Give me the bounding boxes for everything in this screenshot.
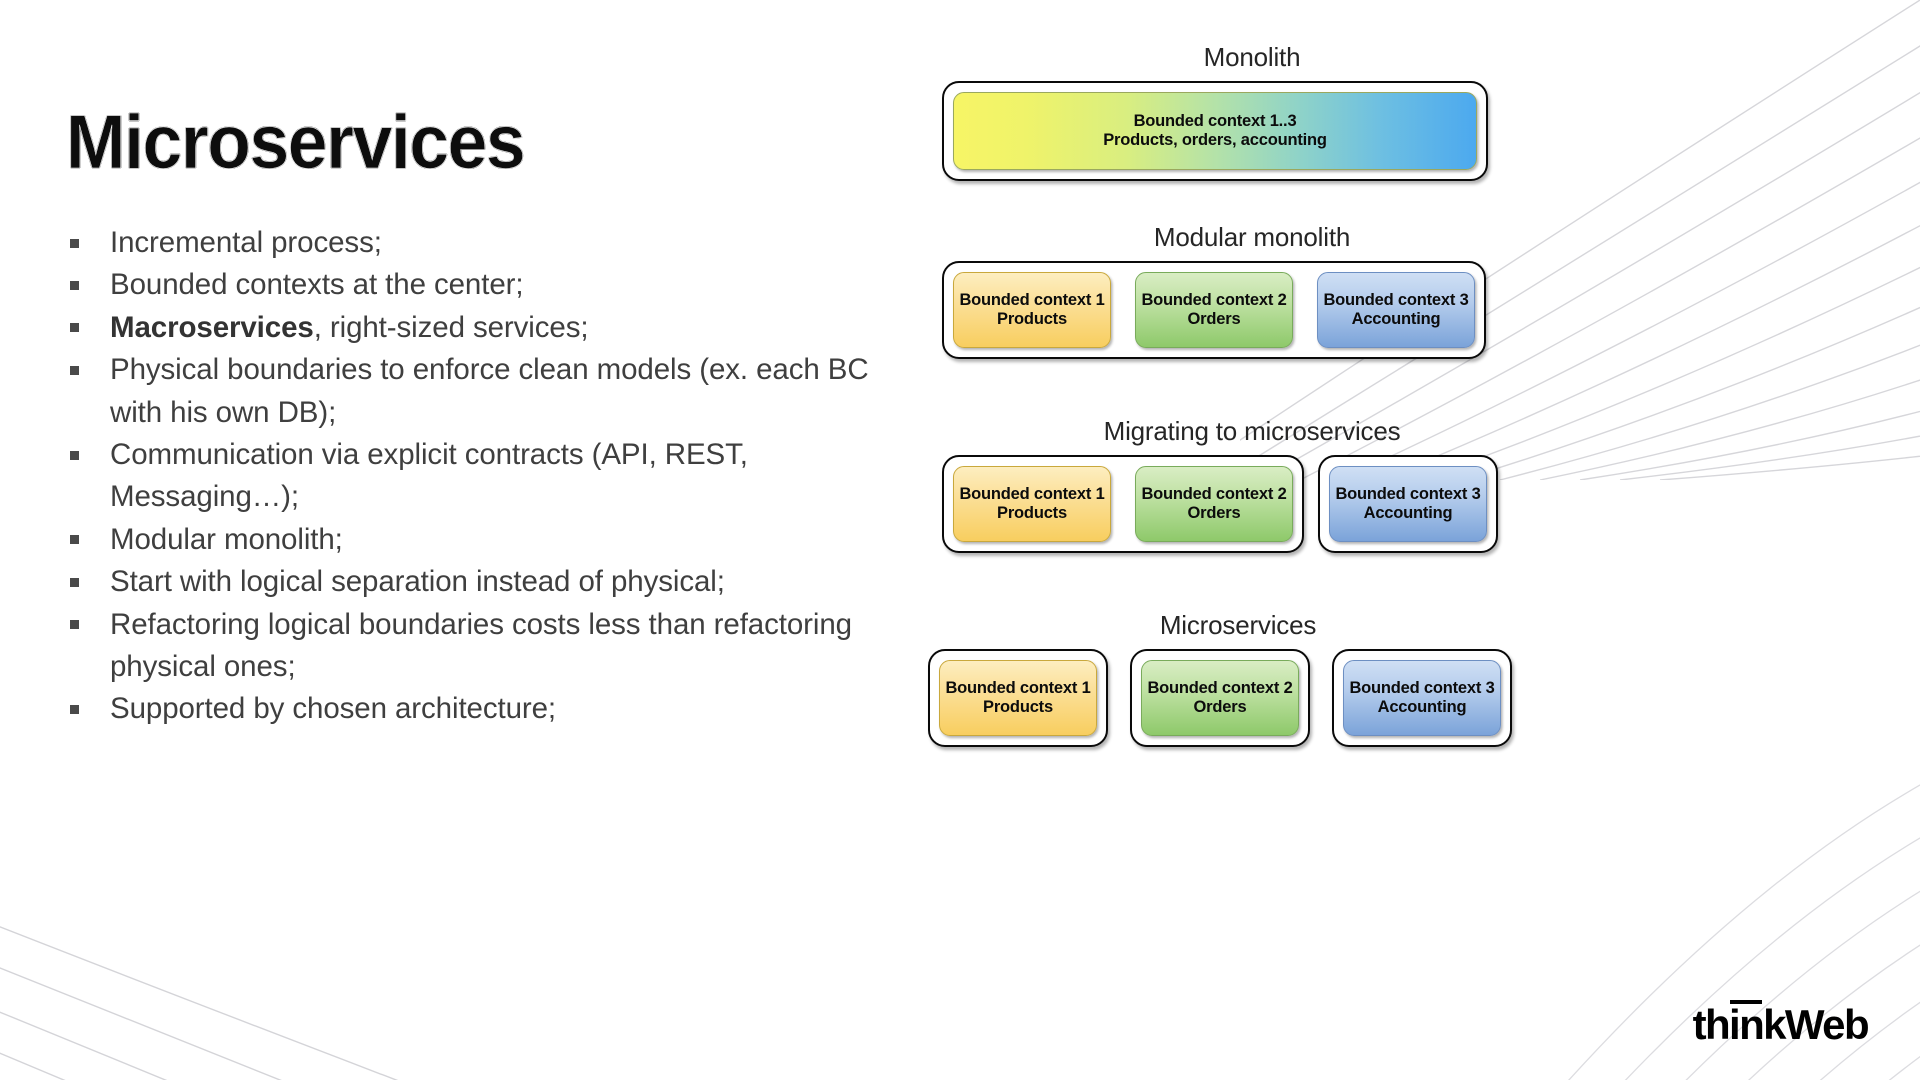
bounded-context-line2: Products, orders, accounting [1103,131,1327,149]
bounded-context-line1: Bounded context 3 [1323,291,1469,309]
bullet-text: Physical boundaries to enforce clean mod… [110,353,869,429]
diagram-group-title: Modular monolith [1153,222,1351,252]
bullet-text: , right-sized services; [313,310,589,344]
bounded-context-line2: Products [983,698,1053,716]
bullet-item: Supported by chosen architecture; [64,688,904,730]
bullet-item: Communication via explicit contracts (AP… [64,434,904,519]
bullet-text: Start with logical separation instead of… [110,565,725,599]
bullet-text: Bounded contexts at the center; [110,268,524,302]
diagram-group-title: Microservices [1159,610,1317,640]
bullet-square-icon [70,535,79,545]
bullet-square-icon [70,280,79,290]
bounded-context-line2: Orders [1187,310,1241,328]
bounded-context-line1: Bounded context 3 [1349,679,1495,697]
bullet-text: Communication via explicit contracts (AP… [110,438,748,514]
bounded-context-line2: Products [997,504,1067,522]
bullet-square-icon [70,323,79,333]
bullet-text: Modular monolith; [110,522,343,556]
logo-part-2: in [1729,1000,1765,1048]
bullet-square-icon [70,620,79,630]
bounded-context-line1: Bounded context 2 [1141,485,1287,503]
bullet-item: Refactoring logical boundaries costs les… [64,604,904,689]
content-column: Microservices Incremental process; Bounde… [64,99,904,731]
bounded-context-line2: Orders [1193,698,1247,716]
bounded-context-line2: Orders [1187,504,1241,522]
bullet-text: Incremental process; [110,226,382,259]
bullet-item: Physical boundaries to enforce clean mod… [64,349,904,434]
bounded-context-line2: Products [997,310,1067,328]
bounded-context-line1: Bounded context 2 [1141,291,1287,309]
bullet-square-icon [70,365,79,375]
bounded-context-line1: Bounded context 3 [1335,485,1481,503]
diagram-group-title: Migrating to microservices [1103,416,1401,446]
bullet-list: Incremental process; Bounded contexts at … [64,222,904,731]
bullet-emphasis: Macroservices [110,310,314,344]
diagram-group-title: Monolith [1203,42,1301,72]
bounded-context-line1: Bounded context 1 [959,485,1105,503]
bullet-item: Bounded contexts at the center; [64,264,904,306]
bounded-context-line2: Accounting [1363,504,1453,522]
bullet-square-icon [70,450,79,460]
bounded-context-line1: Bounded context 2 [1147,679,1293,697]
bounded-context-line2: Accounting [1377,698,1467,716]
bounded-context-line1: Bounded context 1 [959,291,1105,309]
page-title: Microservices [66,99,526,186]
bullet-item: Modular monolith; [64,519,904,561]
bullet-item: Start with logical separation instead of… [64,561,904,603]
bullet-item: Incremental process; [64,222,904,264]
bounded-context-line2: Accounting [1351,310,1441,328]
logo-part-1: th [1692,1001,1731,1048]
thinkweb-logo: thinkWeb [1692,1000,1870,1048]
bounded-context-line1: Bounded context 1 [945,679,1091,697]
logo-part-3: kWeb [1763,1001,1869,1048]
bullet-square-icon [70,704,79,714]
bullet-item: Macroservices, right-sized services; [64,307,904,349]
bullet-text: Supported by chosen architecture; [110,692,557,726]
bullet-square-icon [70,577,79,587]
bullet-square-icon [70,238,79,248]
bullet-text: Refactoring logical boundaries costs les… [110,607,852,684]
bounded-context-line1: Bounded context 1..3 [1133,112,1297,130]
